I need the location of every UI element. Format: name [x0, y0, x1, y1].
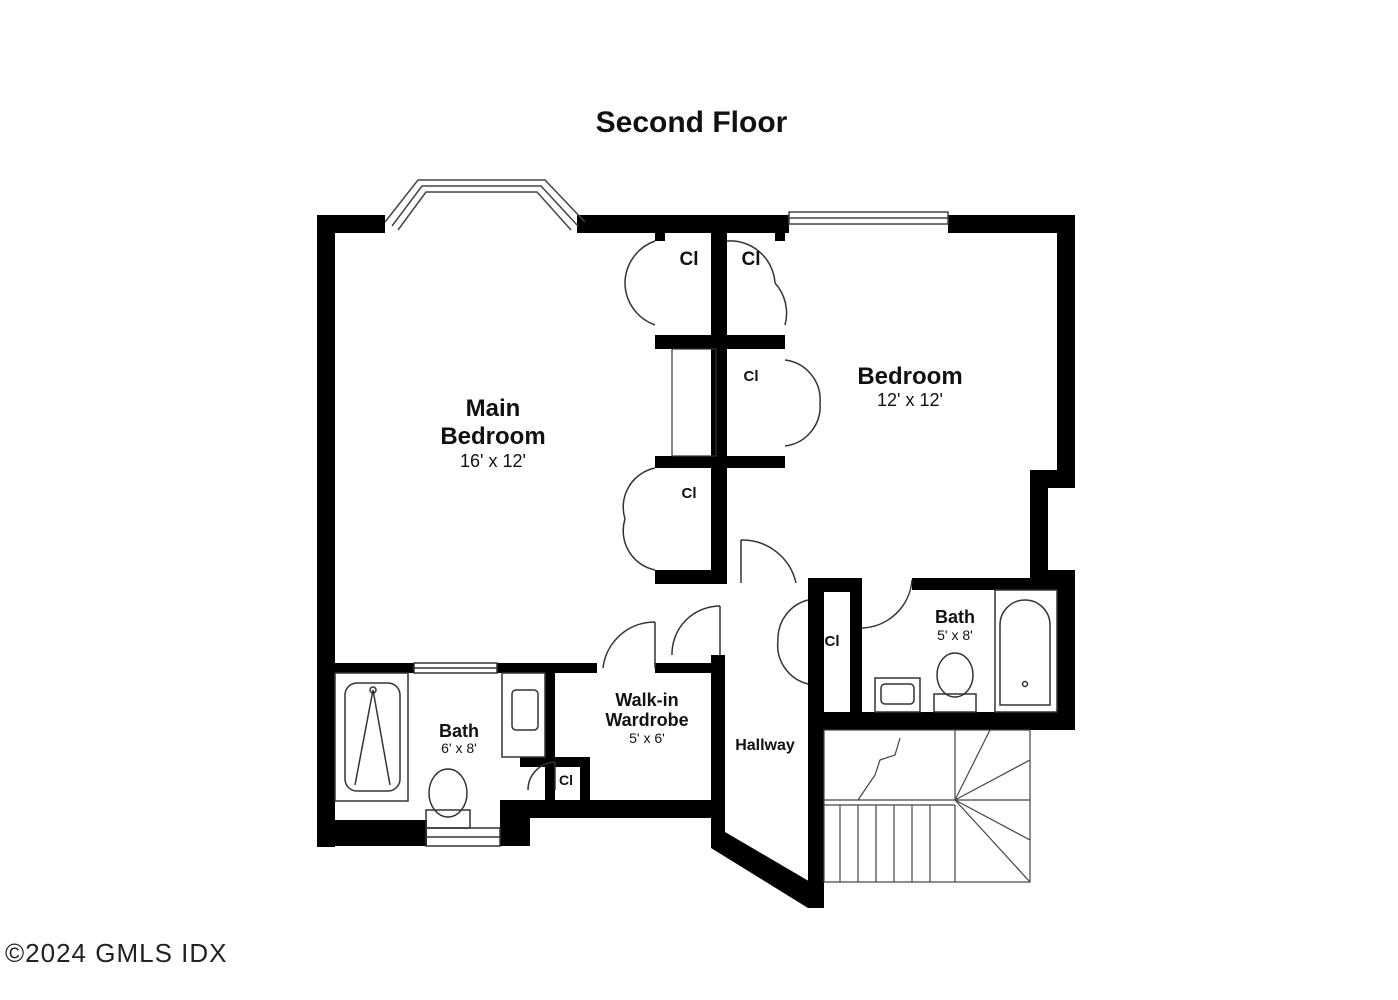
closet-label-mid-left: Cl: [682, 485, 697, 502]
hallway-name: Hallway: [735, 737, 795, 754]
bath-left-name: Bath: [439, 721, 479, 741]
top-window: [788, 211, 949, 225]
bathtub-left: [334, 672, 409, 802]
walls: [317, 215, 1075, 908]
main-bedroom-name-1: Main: [466, 395, 521, 422]
room-labels: Main Bedroom 16' x 12' Bedroom 12' x 12'…: [439, 249, 975, 788]
closet-doors: [527, 240, 913, 791]
closet-label-top-left: Cl: [680, 249, 699, 270]
walkin-name-2: Wardrobe: [605, 710, 688, 730]
bedroom-name: Bedroom: [857, 363, 962, 390]
nook: [671, 348, 717, 457]
bath-right-dims: 5' x 8': [937, 627, 973, 643]
sink-right: [874, 677, 921, 713]
main-bedroom-dims: 16' x 12': [460, 451, 526, 471]
sink-left: [501, 672, 546, 758]
closet-label-bath: Cl: [559, 772, 573, 788]
bathtub-right: [994, 589, 1058, 713]
closet-label-mid-right: Cl: [744, 368, 759, 385]
bath-right-name: Bath: [935, 607, 975, 627]
bay-window: [384, 179, 586, 231]
left-bath-fixtures: [334, 662, 546, 847]
toilet-left: [428, 768, 468, 818]
stairs: [823, 729, 1031, 883]
floor-title: Second Floor: [595, 106, 788, 139]
main-bedroom-name-2: Bedroom: [440, 423, 545, 450]
walkin-name-1: Walk-in: [615, 690, 678, 710]
bath-left-dims: 6' x 8': [441, 740, 477, 756]
copyright-notice: ©2024 GMLS IDX: [5, 938, 228, 968]
closet-label-hall: Cl: [825, 633, 840, 650]
bedroom-dims: 12' x 12': [877, 390, 943, 410]
toilet-right: [936, 652, 974, 698]
right-bath-fixtures: [874, 589, 1058, 713]
closet-label-top-right: Cl: [742, 249, 761, 270]
walkin-dims: 5' x 6': [629, 730, 665, 746]
